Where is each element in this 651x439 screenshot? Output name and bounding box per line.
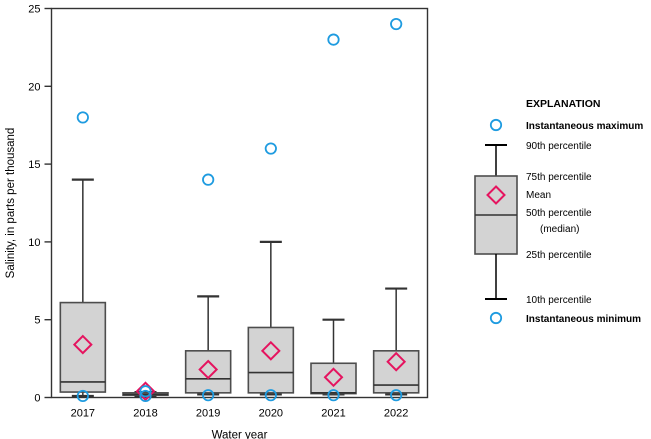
y-axis-tick-label: 25 [28, 4, 40, 16]
x-axis-tick-label: 2021 [321, 408, 345, 420]
mean-diamond-marker [260, 340, 281, 361]
legend-mean-diamond-icon [486, 185, 506, 205]
box-plot-2017 [59, 111, 107, 403]
instantaneous-maximum-marker [264, 142, 277, 155]
box-plot-2020 [247, 142, 295, 402]
x-axis-tick-label: 2020 [259, 408, 283, 420]
y-axis-tick-label: 15 [28, 159, 40, 171]
instantaneous-minimum-marker [327, 389, 340, 402]
legend-item-label: 10th percentile [526, 295, 592, 306]
instantaneous-minimum-marker [264, 389, 277, 402]
plot-frame [50, 7, 429, 399]
legend-item-label: Mean [526, 190, 551, 201]
mean-diamond-marker [135, 381, 156, 402]
instantaneous-minimum-marker [139, 389, 152, 403]
box-body-iqr [184, 350, 232, 394]
instantaneous-minimum-marker [202, 389, 215, 402]
y-axis-tick-label: 20 [28, 81, 40, 93]
mean-diamond-marker [198, 359, 219, 380]
legend-instantaneous-maximum-icon [489, 118, 503, 132]
legend: EXPLANATION Instantaneous maximum 90th per… [474, 98, 643, 325]
legend-title: EXPLANATION [526, 98, 600, 110]
legend-item-label: 25th percentile [526, 250, 592, 261]
y-axis-tick-label: 5 [34, 315, 40, 327]
x-axis-tick-label: 2017 [71, 408, 95, 420]
y-axis-tick-label: 10 [28, 237, 40, 249]
instantaneous-maximum-marker [327, 33, 340, 46]
legend-item-label: Instantaneous maximum [526, 121, 643, 132]
instantaneous-maximum-marker [202, 173, 215, 186]
instantaneous-maximum-marker [139, 385, 152, 398]
legend-instantaneous-minimum-icon [489, 311, 503, 325]
instantaneous-maximum-marker [76, 111, 89, 124]
x-axis-title: Water year [212, 430, 268, 439]
instantaneous-minimum-marker [76, 389, 89, 403]
instantaneous-maximum-marker [390, 17, 403, 31]
legend-item-label: 90th percentile [526, 141, 592, 152]
y-axis-title: Salinity, in parts per thousand [5, 128, 17, 279]
box-body-iqr [372, 350, 420, 394]
x-axis-tick-label: 2019 [196, 408, 220, 420]
legend-item-label: 50th percentile [526, 208, 592, 219]
legend-item-label: (median) [540, 224, 579, 235]
legend-item-label: 75th percentile [526, 172, 592, 183]
box-plot-2019 [184, 173, 232, 402]
y-axis-tick-label: 0 [34, 393, 40, 405]
box-body-iqr [59, 301, 107, 393]
mean-diamond-marker [386, 351, 407, 372]
legend-item-label: Instantaneous minimum [526, 314, 641, 325]
x-axis-tick-label: 2018 [133, 408, 157, 420]
mean-diamond-marker [323, 367, 344, 388]
box-plot-2022 [372, 17, 420, 402]
mean-diamond-marker [72, 334, 93, 355]
box-plot-2021 [310, 33, 357, 402]
box-plot-2018 [122, 381, 169, 403]
instantaneous-minimum-marker [390, 389, 403, 402]
x-axis-tick-label: 2022 [384, 408, 408, 420]
